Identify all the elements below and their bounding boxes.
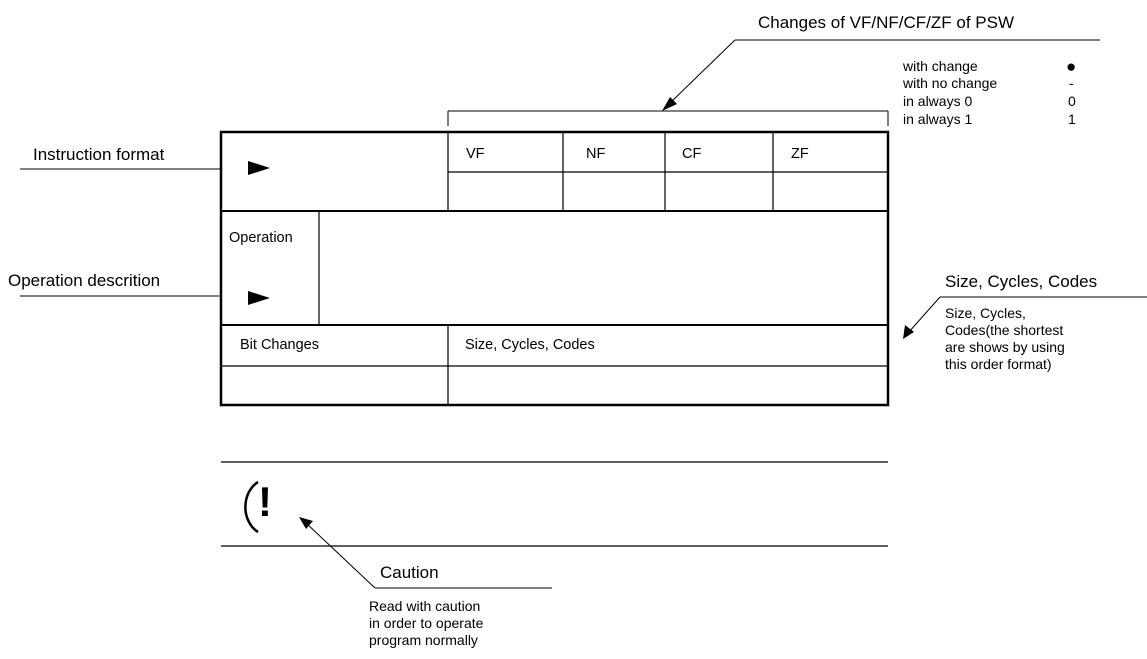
flag-header-zf: ZF [791, 146, 809, 162]
size-note-line-4: this order format) [945, 356, 1052, 372]
legend-symbol-always-1: 1 [1068, 111, 1076, 127]
flag-header-nf: NF [586, 146, 606, 162]
caution-icon: ! [258, 478, 272, 525]
operation-description-label: Operation descrition [8, 271, 161, 290]
caution-label: Caution [380, 563, 439, 582]
size-note-title: Size, Cycles, Codes [945, 272, 1098, 291]
operation-cell-label: Operation [229, 230, 293, 246]
legend-symbol-with-change: ● [1066, 57, 1077, 76]
caution-note-line-1: Read with caution [369, 598, 481, 614]
size-cycles-codes-cell-label: Size, Cycles, Codes [465, 337, 595, 353]
bit-changes-cell-label: Bit Changes [240, 337, 319, 353]
flag-header-cf: CF [682, 146, 702, 162]
legend-symbol-no-change: - [1069, 75, 1074, 91]
caution-bracket [244, 480, 259, 534]
psw-title: Changes of VF/NF/CF/ZF of PSW [758, 13, 1015, 32]
instruction-table-frame [219, 130, 890, 407]
legend-label-with-change: with change [903, 58, 978, 74]
legend-label-no-change: with no change [903, 75, 998, 91]
legend-label-always-1: in always 1 [903, 111, 973, 127]
flag-header-vf: VF [466, 146, 485, 162]
legend-symbol-always-0: 0 [1068, 93, 1076, 109]
size-cycles-codes-arrowhead [903, 325, 914, 339]
instruction-format-arrow [248, 161, 270, 175]
caution-note-line-2: in order to operate [369, 615, 484, 631]
size-note-line-1: Size, Cycles, [945, 305, 1026, 321]
size-note-line-2: Codes(the shortest [945, 322, 1064, 338]
caution-note-line-3: program normally [369, 632, 478, 648]
legend-label-always-0: in always 0 [903, 93, 973, 109]
size-note-line-3: are shows by using [945, 339, 1065, 355]
operation-description-arrow [248, 291, 270, 305]
instruction-format-label: Instruction format [33, 145, 165, 164]
caution-arrowhead [299, 517, 313, 529]
psw-arrowhead [662, 97, 677, 111]
